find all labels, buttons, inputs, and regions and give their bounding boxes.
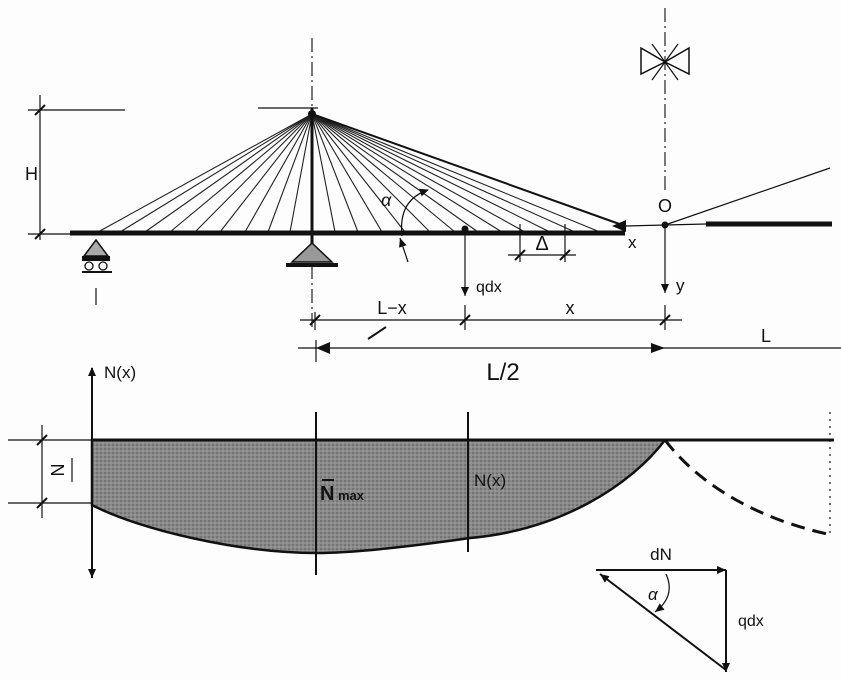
delta-label: Δ	[535, 233, 548, 255]
l-minus-x-label: L−x	[377, 298, 407, 318]
qdx-triangle-label: qdx	[738, 613, 764, 630]
n-diagram-area	[90, 438, 668, 555]
normal-force-diagram: N N(x) N max N(x)	[8, 363, 834, 578]
origin-point	[661, 221, 669, 229]
delta-tick-right	[559, 249, 571, 261]
right-span-cable	[664, 167, 831, 226]
origin-label: O	[658, 196, 672, 216]
n-diagram-mirror-curve	[663, 439, 833, 537]
l-half-arrow-left	[316, 342, 330, 354]
n-max-label: N	[320, 483, 334, 505]
n-bar-tick-bottom	[36, 497, 48, 509]
x-dimension-label: x	[566, 298, 575, 318]
n-bar-label: N	[48, 464, 68, 477]
h-tick-bottom	[34, 228, 46, 240]
roller-left	[84, 261, 94, 271]
bridge-structure: H	[25, 8, 841, 386]
roller-support-triangle	[82, 238, 110, 257]
alpha-arrow-bottom	[399, 237, 409, 263]
roller-right	[98, 261, 108, 271]
x-axis-label: x	[628, 233, 637, 252]
alpha-label-top: α	[381, 190, 392, 210]
y-axis-label: y	[676, 276, 685, 295]
n-bar-tick-top	[36, 434, 48, 446]
symmetry-symbol-icon	[640, 43, 690, 81]
delta-tick-left	[514, 249, 526, 261]
resultant-vector	[599, 573, 727, 671]
alpha-triangle-label: α	[648, 585, 659, 604]
roller-support-plate	[82, 256, 110, 261]
strike-mark	[367, 326, 387, 340]
cable-stays	[97, 113, 626, 233]
dim-slash-mid	[459, 314, 471, 326]
n-max-subscript: max	[338, 488, 365, 503]
alpha-arc-top	[400, 188, 429, 237]
dim-slash-left	[309, 314, 321, 326]
n-axis-label: N(x)	[104, 363, 136, 382]
x-axis-arrow	[612, 220, 626, 232]
l-half-arrow-right	[651, 343, 665, 353]
dim-slash-right	[659, 314, 671, 326]
l-half-label: L/2	[486, 359, 519, 386]
force-triangle: dN α qdx	[596, 545, 764, 672]
h-tick-top	[34, 104, 46, 116]
pylon-head	[308, 110, 316, 118]
dn-label: dN	[650, 545, 672, 564]
l-label: L	[761, 326, 771, 346]
n-x-inside-label: N(x)	[474, 471, 506, 490]
load-point	[461, 225, 469, 233]
pylon-support-triangle	[290, 241, 334, 263]
alpha-arc-triangle	[654, 573, 670, 613]
qdx-label: qdx	[476, 279, 502, 296]
h-label: H	[25, 164, 38, 184]
